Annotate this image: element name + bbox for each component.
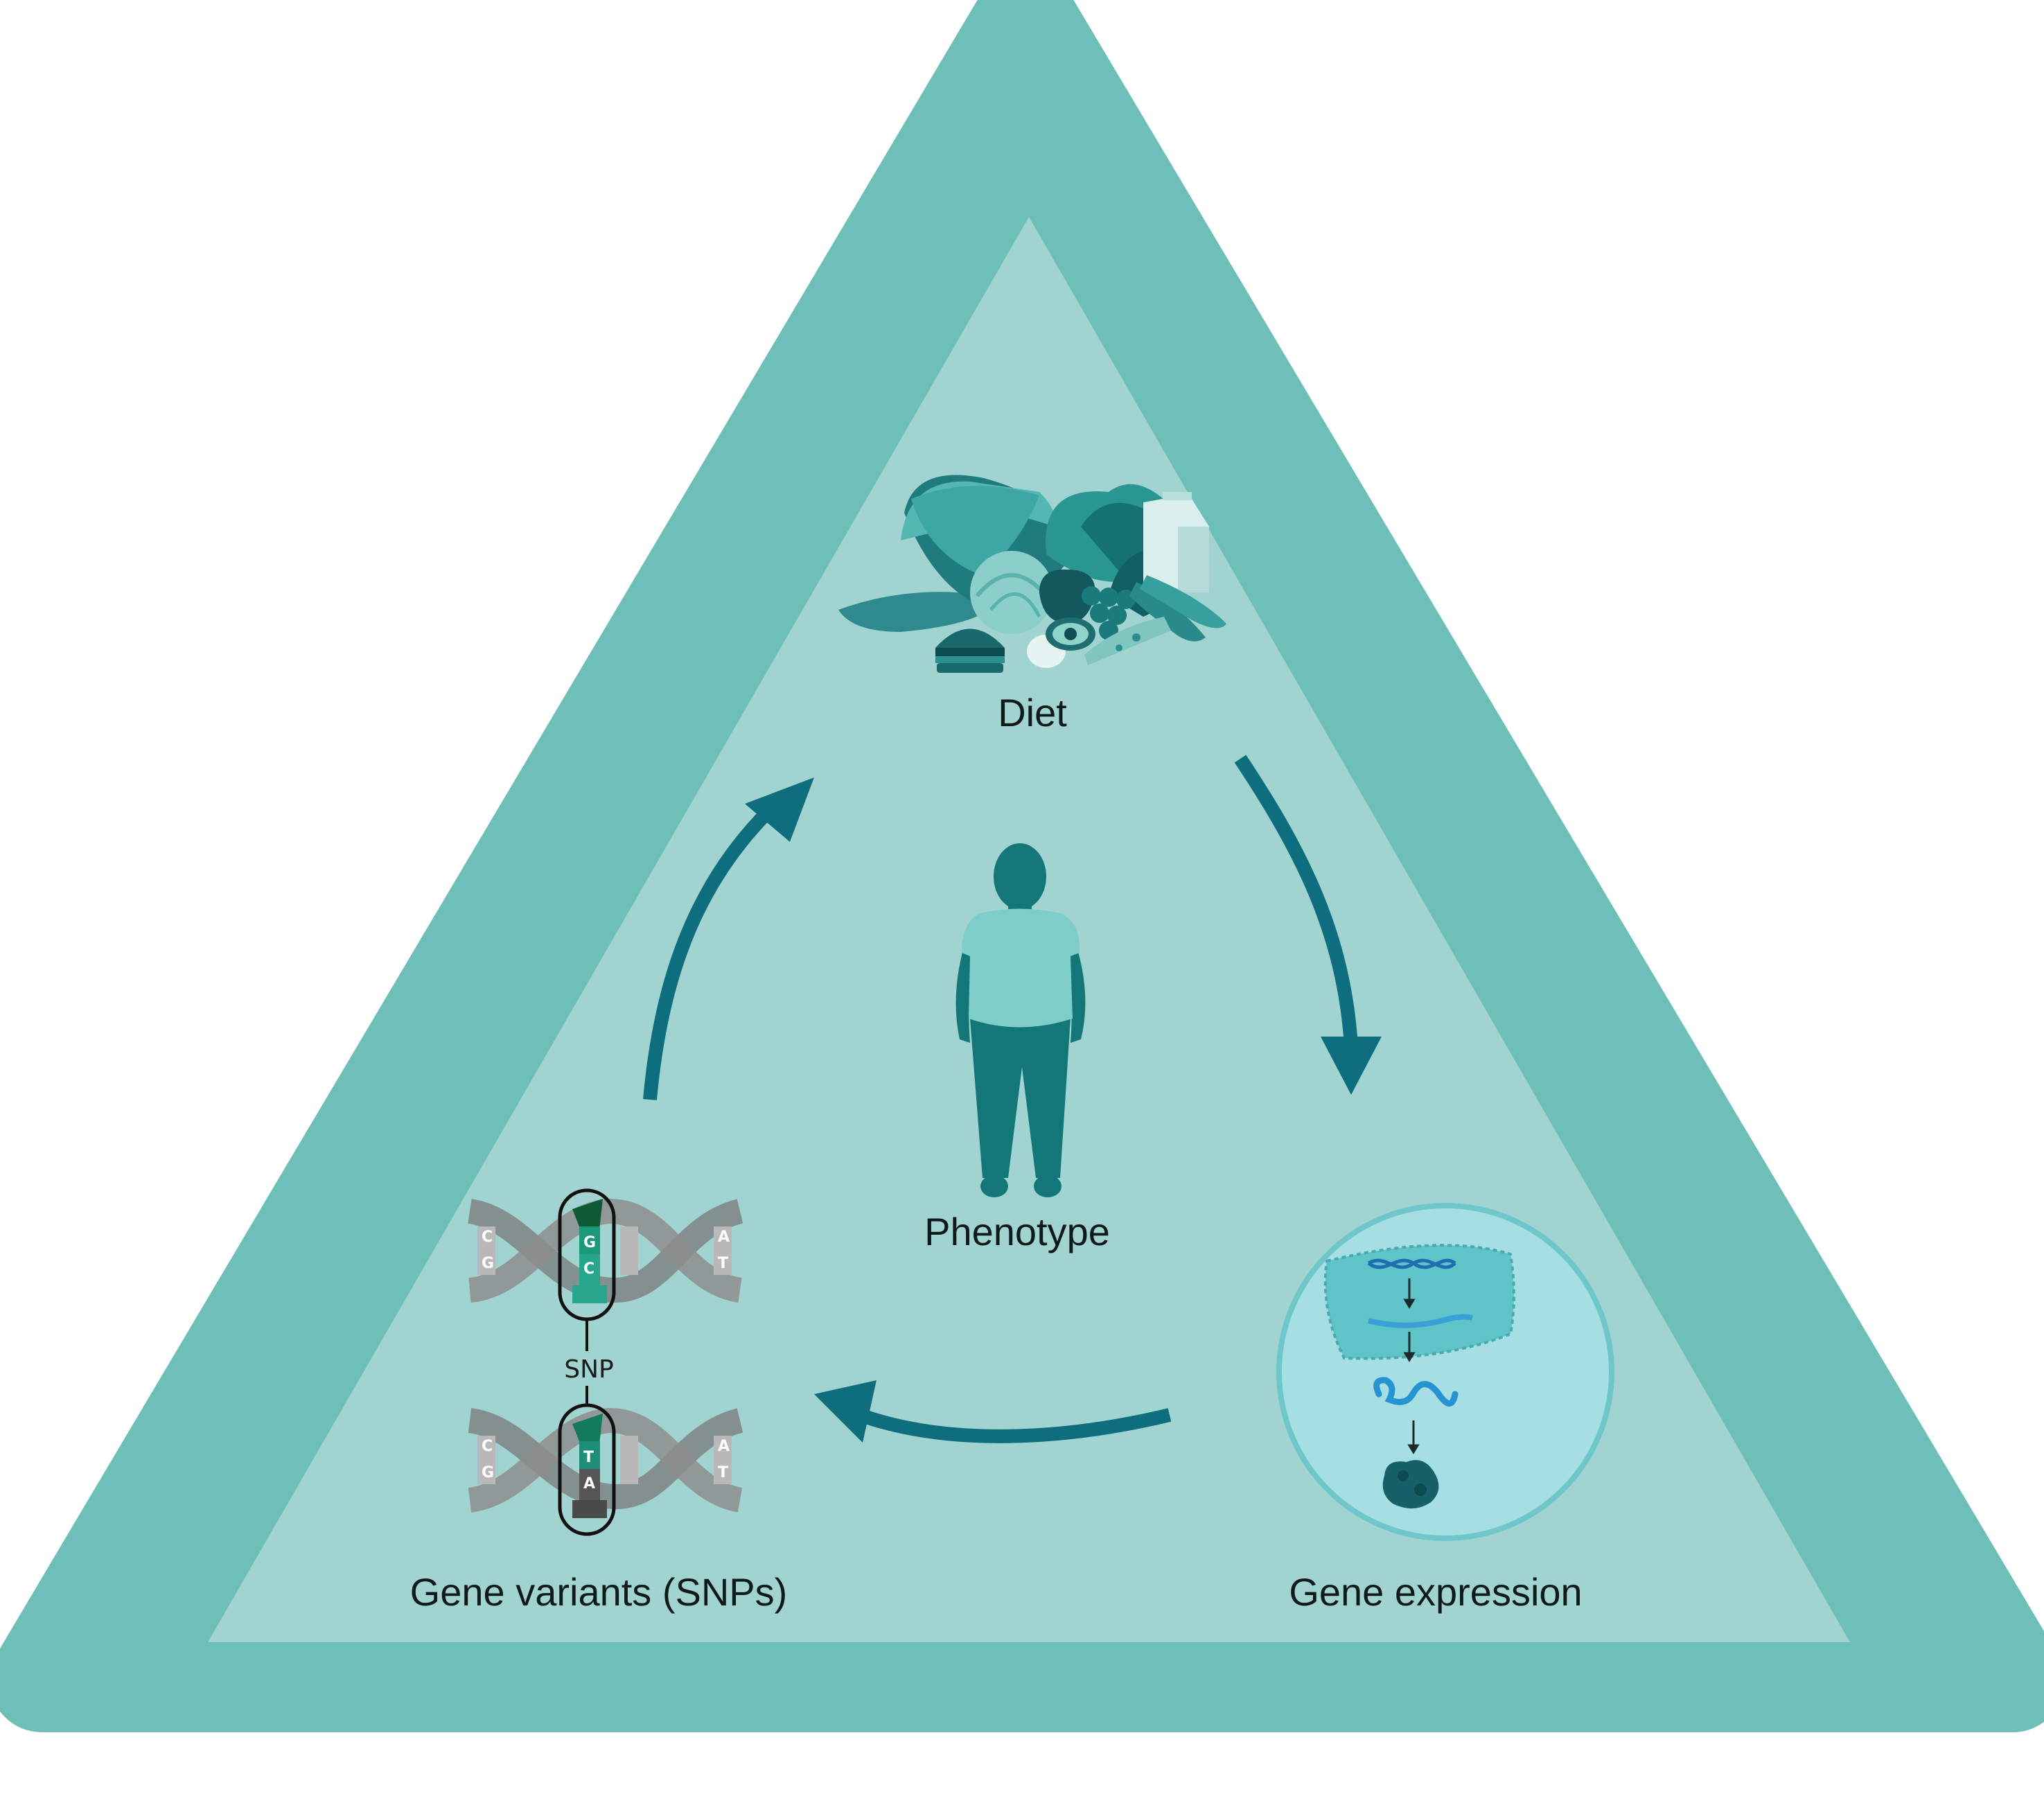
arrow-diet-to-expression xyxy=(1234,755,1382,1095)
label-diet: Diet xyxy=(998,691,1067,734)
dna-letter: C xyxy=(482,1229,493,1246)
dna-letter: T xyxy=(718,1255,728,1272)
dna-helix-icon: C G A T G C SNP C G A T xyxy=(467,1188,744,1536)
dna-letter: G xyxy=(482,1255,494,1272)
label-gene-expression: Gene expression xyxy=(1289,1570,1582,1614)
arrow-variants-to-diet xyxy=(643,777,814,1100)
label-phenotype: Phenotype xyxy=(924,1210,1110,1253)
food-group-icon xyxy=(838,475,1226,673)
dna-letter: A xyxy=(718,1438,730,1455)
dna-mini-icon xyxy=(1367,1258,1456,1269)
dna-letter: G xyxy=(482,1464,494,1481)
dna-letter: A xyxy=(718,1229,730,1246)
dna-letter: C xyxy=(583,1260,594,1278)
dna-letter: G xyxy=(583,1234,596,1251)
dna-letter: T xyxy=(718,1464,728,1481)
person-silhouette-icon xyxy=(955,843,1086,1197)
label-gene-variants: Gene variants (SNPs) xyxy=(410,1570,788,1614)
cell-gene-expression-icon xyxy=(1276,1203,1614,1541)
dna-helix-bottom: C G A T T A xyxy=(467,1403,744,1536)
snp-label: SNP xyxy=(564,1355,614,1384)
dna-letter: A xyxy=(583,1475,595,1493)
dna-helix-top: C G A T G C xyxy=(467,1188,744,1321)
dna-letter: C xyxy=(482,1438,493,1455)
dna-letter: T xyxy=(583,1449,594,1466)
arrow-expression-to-variants xyxy=(814,1380,1172,1443)
